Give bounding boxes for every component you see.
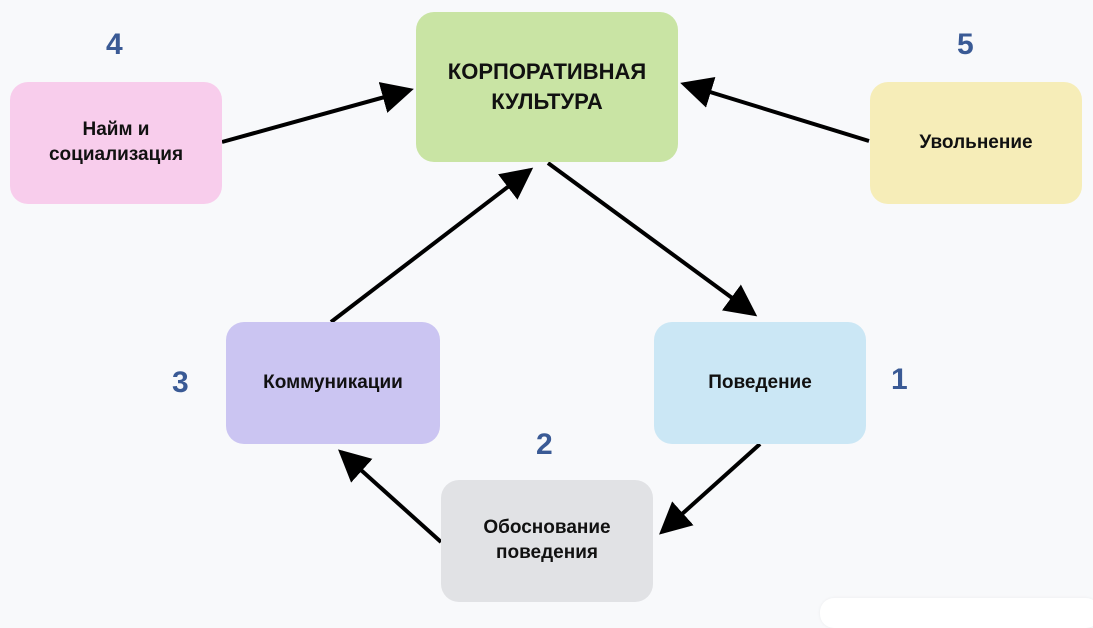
node-behavior-justification: Обоснование поведения [441,480,653,602]
arrow-hire-to-culture [221,82,414,144]
number-label-hiring: 4 [106,28,123,61]
corner-panel [820,598,1093,628]
node-behavior: Поведение [654,322,866,444]
node-corporate-culture: КОРПОРАТИВНАЯ КУЛЬТУРА [416,12,678,162]
node-hiring-socialization: Найм и социализация [10,82,222,204]
number-label-behavior: 1 [891,363,908,396]
node-dismissal: Увольнение [870,82,1082,204]
arrow-culture-to-behavior [546,161,758,317]
arrow-fire-to-culture [680,76,870,143]
number-label-justification: 2 [536,428,553,461]
number-label-communications: 3 [172,366,189,399]
arrows-layer [221,76,870,544]
arrow-justification-to-communications [338,449,443,544]
arrow-communications-to-culture [329,167,534,324]
arrow-behavior-to-justification [659,442,762,535]
node-communications: Коммуникации [226,322,440,444]
number-label-dismissal: 5 [957,28,974,61]
